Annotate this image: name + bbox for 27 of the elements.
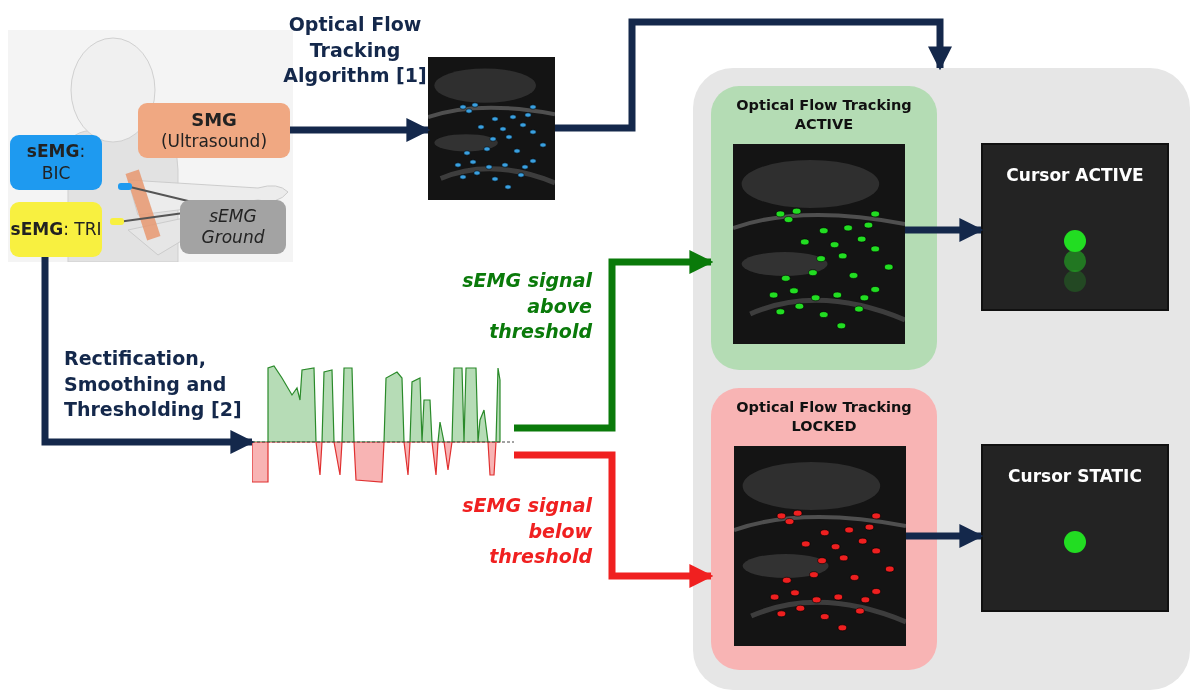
panel-background	[693, 68, 1190, 690]
edge-label: sEMG signal above threshold	[461, 268, 592, 345]
box-heading: SMG	[191, 108, 237, 132]
edge-label: sEMG signal below threshold	[461, 493, 592, 570]
state-panel	[711, 86, 937, 370]
panel-title: Optical Flow Tracking ACTIVE	[735, 96, 913, 134]
cursor-screen	[981, 444, 1169, 612]
box-text: sEMG Ground	[200, 205, 266, 249]
cursor-screen	[981, 143, 1169, 311]
screen-title: Cursor STATIC	[1008, 466, 1142, 486]
arrow	[555, 18, 952, 132]
edge-label: Optical Flow Tracking Algorithm [1]	[282, 12, 428, 89]
box-text: sEMG: TRI	[10, 218, 102, 241]
ground-label-box	[180, 200, 286, 254]
arrow	[41, 257, 255, 454]
arrow	[905, 218, 984, 242]
electrode-label-box	[10, 135, 102, 190]
edge-label: Rectification, Smoothing and Thresholding [2]	[64, 346, 243, 423]
box-text: sEMG: BIC	[25, 141, 87, 184]
arrow	[906, 524, 984, 548]
state-panel	[711, 388, 937, 670]
panel-title: Optical Flow Tracking LOCKED	[735, 398, 913, 436]
arrow	[290, 118, 431, 142]
electrode-label-box	[10, 202, 102, 257]
screen-title: Cursor ACTIVE	[1006, 165, 1144, 185]
smg-label-box	[138, 103, 290, 158]
box-text: (Ultrasound)	[160, 131, 268, 153]
